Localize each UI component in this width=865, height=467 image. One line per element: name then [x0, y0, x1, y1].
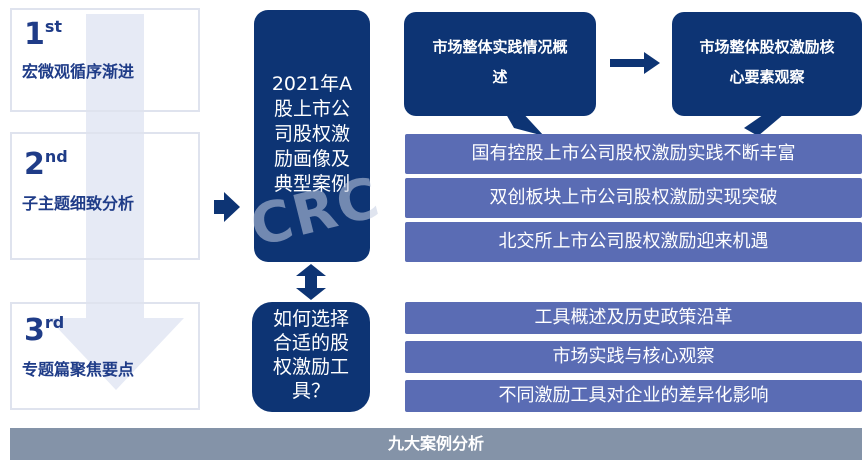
- bar-market-practice: 市场实践与核心观察: [405, 341, 862, 373]
- top-box-overview: 市场整体实践情况概述: [404, 12, 596, 116]
- level-title-1: 宏微观循序渐进: [22, 62, 135, 81]
- top-box-overview-pointer-icon: [506, 110, 544, 136]
- level-number-3: 3rd: [24, 313, 65, 348]
- sub-topic-panel: 如何选择合适的股权激励工具？: [252, 302, 370, 412]
- level-title-3: 专题篇聚焦要点: [22, 360, 135, 379]
- sub-topic-text: 如何选择合适的股权激励工具？: [272, 308, 349, 402]
- double-arrow-icon: [296, 264, 326, 300]
- right-arrow-small-icon: [610, 52, 660, 74]
- top-box-overview-label: 市场整体实践情况概述: [432, 38, 568, 86]
- main-topic-text: 2021年A股上市公司股权激励画像及典型案例: [271, 73, 353, 195]
- bar-bse: 北交所上市公司股权激励迎来机遇: [405, 222, 862, 262]
- level-title-2: 子主题细致分析: [22, 194, 135, 213]
- level-card-2: 2nd 子主题细致分析: [10, 132, 200, 260]
- top-box-core-elements-label: 市场整体股权激励核心要素观察: [699, 38, 835, 86]
- top-box-core-pointer-icon: [744, 110, 784, 136]
- progression-arrow-head-icon: [48, 318, 184, 390]
- bar-tool-differences: 不同激励工具对企业的差异化影响: [405, 380, 862, 412]
- main-topic-panel: 2021年A股上市公司股权激励画像及典型案例: [254, 10, 370, 262]
- footer-case-analysis: 九大案例分析: [10, 428, 862, 460]
- level-number-2: 2nd: [24, 147, 68, 182]
- level-number-1: 1st: [24, 17, 63, 52]
- progression-arrow-shaft: [86, 14, 144, 320]
- bar-innovation-board: 双创板块上市公司股权激励实现突破: [405, 178, 862, 218]
- level-card-1: 1st 宏微观循序渐进: [10, 8, 200, 112]
- level-card-3: 3rd 专题篇聚焦要点: [10, 302, 200, 410]
- bar-tool-overview: 工具概述及历史政策沿革: [405, 302, 862, 334]
- right-arrow-icon: [214, 192, 240, 222]
- top-box-core-elements: 市场整体股权激励核心要素观察: [672, 12, 862, 116]
- bar-state-owned: 国有控股上市公司股权激励实践不断丰富: [405, 134, 862, 174]
